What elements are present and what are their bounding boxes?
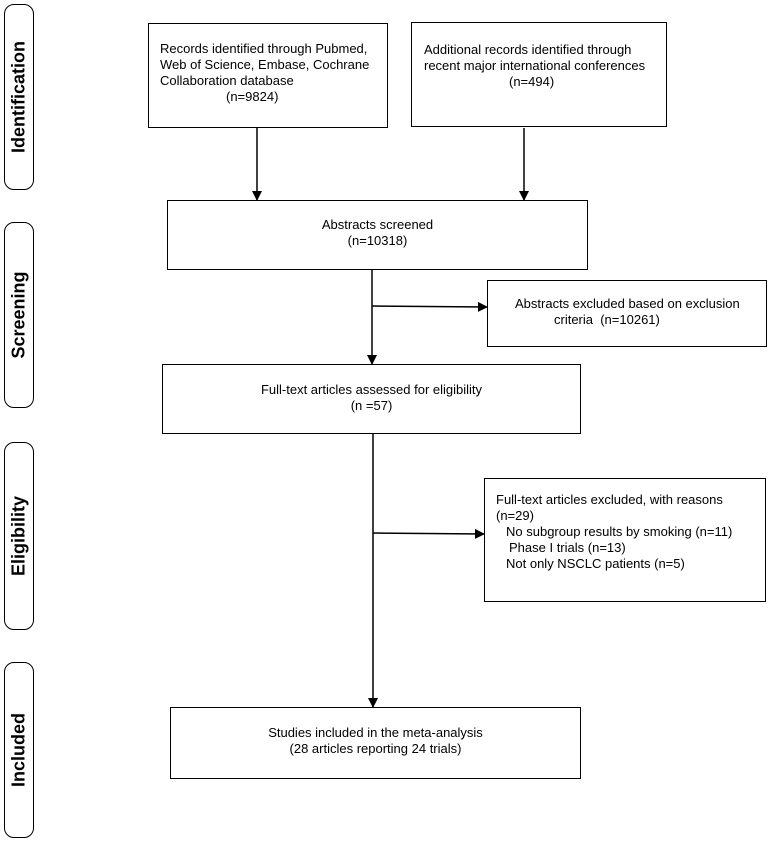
arrow-fulltext-to-excluded: [372, 528, 485, 539]
databases-line-1: Records identified through Pubmed,: [160, 41, 368, 56]
phase-included: Included: [4, 662, 34, 838]
abstracts-excluded-box: Abstracts excluded based on exclusion cr…: [487, 280, 767, 347]
fulltext-excluded-box: Full-text articles excluded, with reason…: [484, 478, 766, 602]
exclusion-reason: No subgroup results by smoking (n=11): [506, 524, 733, 539]
exclusion-reason: Phase I trials (n=13): [509, 540, 626, 555]
phase-identification: Identification: [4, 4, 34, 190]
fulltext-assessed-box: Full-text articles assessed for eligibil…: [162, 364, 581, 434]
conferences-line-1: Additional records identified through: [424, 42, 632, 57]
fulltext-excluded-line-1: Full-text articles excluded, with reason…: [496, 492, 723, 507]
abstracts-screened-count: (n=10318): [347, 233, 408, 248]
arrow-screened-to-excluded: [371, 301, 488, 312]
fulltext-assessed-count: (n =57): [350, 398, 393, 413]
databases-line-3: Collaboration database: [160, 73, 294, 88]
conferences-box: Additional records identified through re…: [411, 22, 667, 127]
fulltext-excluded-line-2: (n=29): [496, 508, 534, 523]
abstracts-screened-box: Abstracts screened (n=10318): [167, 200, 588, 270]
databases-box: Records identified through Pubmed, Web o…: [148, 23, 388, 128]
included-count: (28 articles reporting 24 trials): [289, 741, 462, 756]
abstracts-screened-title: Abstracts screened: [321, 217, 434, 232]
databases-count: (n=9824): [226, 89, 279, 104]
exclusion-reason: Not only NSCLC patients (n=5): [506, 556, 685, 571]
phase-eligibility: Eligibility: [4, 442, 34, 630]
abstracts-excluded-line-1: Abstracts excluded based on exclusion: [515, 296, 740, 311]
databases-line-2: Web of Science, Embase, Cochrane: [160, 57, 370, 72]
fulltext-assessed-title: Full-text articles assessed for eligibil…: [260, 382, 483, 397]
included-box: Studies included in the meta-analysis (2…: [170, 707, 581, 779]
conferences-line-2: recent major international conferences: [424, 58, 646, 73]
conferences-count: (n=494): [509, 74, 555, 89]
phase-screening: Screening: [4, 222, 34, 408]
abstracts-excluded-line-2: criteria (n=10261): [554, 312, 660, 327]
included-title: Studies included in the meta-analysis: [268, 725, 483, 740]
